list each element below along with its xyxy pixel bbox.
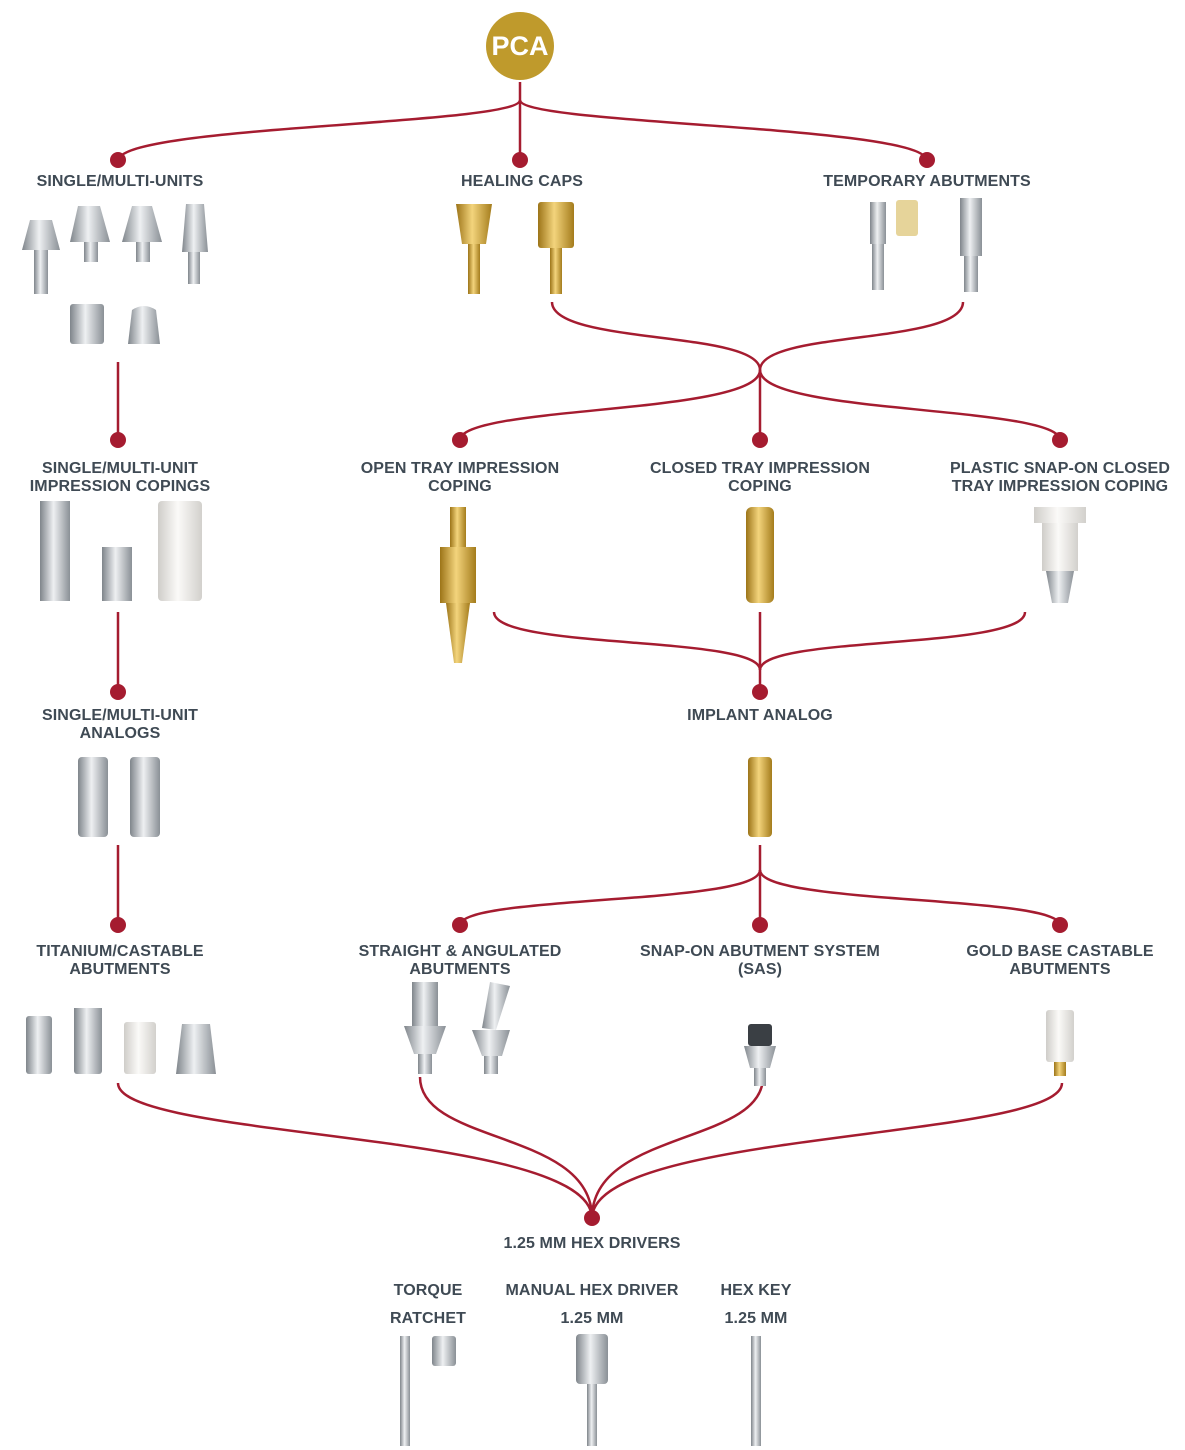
connector-root-to-temporary-abutments [518,99,929,161]
connector-temporary-abutments-to-hub [758,301,965,371]
connector-plastic-coping-to-analog-hub [758,611,1027,671]
label-hex-drivers: 1.25 MM HEX DRIVERS [503,1235,681,1252]
label-single-multi-unit-impression-copings: SINGLE/MULTI-UNIT IMPRESSION COPINGS [29,460,211,495]
connector-hub-to-open-tray [458,369,762,441]
label-hex-key: HEX KEY 1.25 MM [720,1282,792,1327]
connector-sas-to-drivers [590,1076,765,1219]
node-dot-plastic-coping [1052,432,1068,448]
connector-hub-to-straight-abutments [458,869,762,926]
label-manual-hex-driver: MANUAL HEX DRIVER 1.25 MM [505,1282,679,1327]
label-torque-ratchet: TORQUE RATCHET [390,1282,466,1327]
label-titanium-castable-abutments: TITANIUM/CASTABLE ABUTMENTS [36,943,204,978]
node-dot-implant-analog [752,684,768,700]
node-dot-sas [752,917,768,933]
connector-titanium-to-drivers [116,1082,594,1219]
connector-hub-to-plastic-coping [758,369,1062,441]
label-single-multi-unit-analogs: SINGLE/MULTI-UNIT ANALOGS [41,707,199,742]
label-single-multi-units: SINGLE/MULTI-UNITS [36,173,204,190]
label-implant-analog: IMPLANT ANALOG [687,707,833,724]
manual-hex-driver-icon [576,1334,608,1446]
connector-open-tray-to-analog-hub [492,611,762,671]
healing-caps-icon [456,202,574,294]
node-dot-titanium-abutments [110,917,126,933]
open-tray-impression-coping-icon [440,507,476,663]
titanium-castable-abutments-icon [26,1008,216,1074]
node-dot-temporary-abutments [919,152,935,168]
label-temporary-abutments: TEMPORARY ABUTMENTS [823,173,1031,190]
connector-straight-abutments-to-drivers [418,1076,594,1219]
single-multi-unit-impression-copings-icon [40,501,202,601]
temporary-abutments-icon [870,198,982,292]
label-plastic-snap-on-closed-tray-coping: PLASTIC SNAP-ON CLOSED TRAY IMPRESSION C… [950,460,1170,495]
node-dot-closed-tray [752,432,768,448]
root-label: PCA [491,30,549,61]
label-straight-angulated-abutments: STRAIGHT & ANGULATED ABUTMENTS [358,943,562,978]
node-dot-healing-caps [512,152,528,168]
connector-gold-base-to-drivers [590,1082,1064,1219]
hex-key-icon [751,1336,761,1446]
single-multi-unit-abutments-icon [22,204,208,344]
label-gold-base-castable-abutments: GOLD BASE CASTABLE ABUTMENTS [966,943,1154,978]
node-dot-hex-drivers [584,1210,600,1226]
closed-tray-impression-coping-icon [746,507,774,603]
implant-analog-icon [748,757,772,837]
straight-angulated-abutments-icon [404,982,510,1074]
torque-ratchet-driver-icon [400,1336,456,1446]
single-multi-unit-analogs-icon [78,757,160,837]
node-dot-straight-abutments [452,917,468,933]
node-dot-open-tray [452,432,468,448]
connector-healing-caps-to-hub [550,301,762,371]
node-dot-gold-base [1052,917,1068,933]
gold-base-castable-abutment-icon [1046,1010,1074,1076]
label-closed-tray-impression-coping: CLOSED TRAY IMPRESSION COPING [649,460,871,495]
connector-hub-to-gold-base [758,869,1062,926]
label-open-tray-impression-coping: OPEN TRAY IMPRESSION COPING [360,460,560,495]
plastic-snap-on-coping-icon [1034,507,1086,603]
node-dot-impression-copings [110,432,126,448]
label-snap-on-abutment-system: SNAP-ON ABUTMENT SYSTEM (SAS) [640,943,880,978]
snap-on-abutment-system-icon [744,1024,776,1086]
connector-root-to-single-multi-units [116,82,522,161]
label-healing-caps: HEALING CAPS [460,173,584,190]
root-node-pca: PCA [486,12,554,80]
node-dot-analogs [110,684,126,700]
node-dot-single-multi-units [110,152,126,168]
